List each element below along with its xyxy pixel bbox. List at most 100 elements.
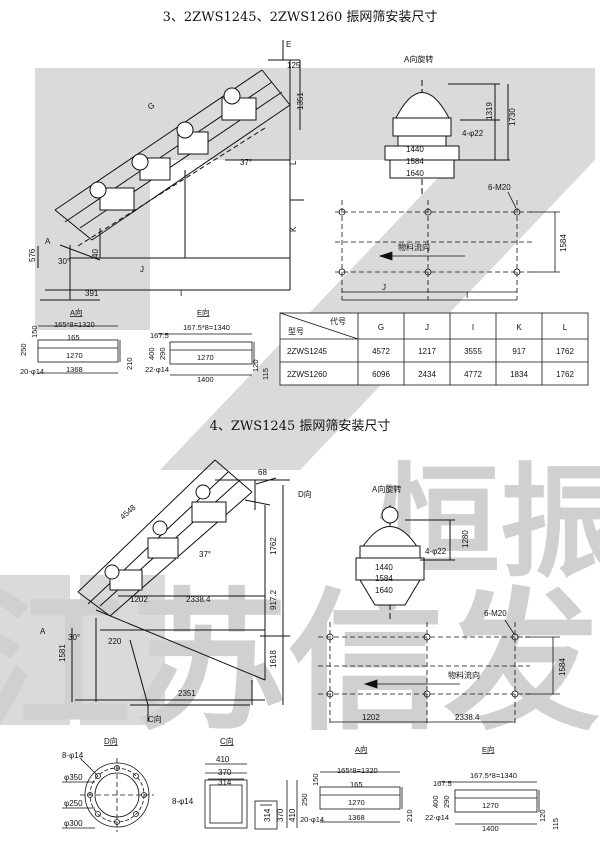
s4-dim: 370 <box>276 808 285 822</box>
table-cell-model: 2ZWS1260 <box>287 370 328 379</box>
s4-dim: 1618 <box>269 650 278 668</box>
s4-dim: φ300 <box>64 819 83 828</box>
table-col-header: I <box>472 323 474 332</box>
s3-dim: 165*8=1320 <box>54 320 95 329</box>
table-col-header: G <box>378 323 384 332</box>
s4-plan-bolts: 6-M20 <box>484 609 507 618</box>
table-cell: 917 <box>512 347 526 356</box>
s4-dim: 1270 <box>348 798 365 807</box>
s4-c-dir-title: C向 <box>220 736 234 746</box>
section-3-title: 3、2ZWS1245、2ZWS1260 振网筛安装尺寸 <box>162 10 438 25</box>
s4-dim: 1400 <box>482 824 499 833</box>
s3-dim: 250 <box>19 343 28 356</box>
s3-dim: E <box>286 40 291 49</box>
s4-d-dir-title: D向 <box>104 736 118 746</box>
s4-dim: 1640 <box>375 586 393 595</box>
s4-dim: 115 <box>551 818 560 830</box>
s3-dim: 1270 <box>197 353 214 362</box>
table-cell-model: 2ZWS1245 <box>287 347 328 356</box>
s3-plan-bolts: 6-M20 <box>488 183 511 192</box>
s3-dim: 290 <box>158 347 167 360</box>
s3-dim: 1440 <box>406 145 424 154</box>
s3-dim: 120 <box>251 359 260 372</box>
s4-dim: 68 <box>258 468 267 477</box>
s3-flow-label: 物料流向 <box>398 242 430 252</box>
s3-plan-dims: 6-M20 物料流向 1584 J I <box>382 183 568 300</box>
s4-dim: φ350 <box>64 773 83 782</box>
s4-dim: 1762 <box>269 537 278 555</box>
s3-dim: L <box>289 160 298 165</box>
s4-dim: 1280 <box>461 530 470 548</box>
s4-a-view-dims: A向旋转 1280 4-φ22 1440 1584 1640 <box>372 484 470 595</box>
s4-c-dir-view <box>204 763 298 830</box>
s4-a-dir-title: A向 <box>355 744 368 754</box>
s4-d-dir-view <box>62 757 154 832</box>
s4-dim: 120 <box>538 809 547 822</box>
s4-dim: φ250 <box>64 799 83 808</box>
s4-dim: 370 <box>218 768 232 777</box>
table-col-header: L <box>563 323 568 332</box>
table-cell: 4572 <box>372 347 390 356</box>
s3-dim: A <box>45 237 51 246</box>
s4-dim: 1584 <box>375 574 393 583</box>
s4-dim: 20-φ14 <box>300 815 324 824</box>
s4-a-view-title: A向旋转 <box>372 484 401 494</box>
s4-dim: 30° <box>68 633 80 642</box>
s3-dim: G <box>146 101 156 112</box>
s4-dim: 210 <box>405 809 414 822</box>
s3-dim: 576 <box>28 248 37 262</box>
s4-c-dir-dims: C向 410 370 314 8-φ14 314 370 410 <box>172 736 297 822</box>
s4-dim: 165*8=1320 <box>337 766 378 775</box>
s4-dim: 220 <box>108 637 122 646</box>
s3-dim: 150 <box>30 325 39 338</box>
s4-dim: 2338.4 <box>455 713 480 722</box>
s3-dim: 210 <box>125 357 134 370</box>
s4-dim: 1440 <box>375 563 393 572</box>
s3-dim: 125 <box>287 61 301 70</box>
s3-dim: 1270 <box>66 351 83 360</box>
table-cell: 1217 <box>418 347 436 356</box>
s3-dim: 165 <box>67 333 80 342</box>
s4-d-dir-dims: D向 8-φ14 φ350 φ250 φ300 <box>62 736 118 828</box>
s4-dim: 167.5 <box>433 779 452 788</box>
s4-d-arrow: D向 <box>298 489 312 499</box>
s4-dim: 1202 <box>362 713 380 722</box>
s3-dim: 115 <box>261 368 270 380</box>
section-4-title: 4、ZWS1245 振网筛安装尺寸 <box>209 419 391 434</box>
s3-dim: 391 <box>85 289 99 298</box>
s3-dim: 1319 <box>485 102 494 120</box>
table-header-code: 代号 <box>330 316 346 326</box>
s4-dim: 4548 <box>118 503 138 522</box>
s4-dim: A <box>40 627 46 636</box>
s3-table-text: 代号 型号 G J I K L 2ZWS1245 4572 1217 3555 … <box>287 316 574 379</box>
s4-plan-dims: 6-M20 物料流向 1584 1202 2338.4 <box>362 609 567 722</box>
s4-dim: 2351 <box>178 689 196 698</box>
s4-dim: 1368 <box>348 813 365 822</box>
s3-e-dir-title: E向 <box>197 307 210 317</box>
s3-dim: 4-φ22 <box>462 129 484 138</box>
s4-a-dir-dims: A向 165*8=1320 165 150 250 20-φ14 1270 13… <box>300 744 414 824</box>
s3-dim: I <box>466 291 468 300</box>
s4-dim: 400 <box>431 795 440 808</box>
s4-dim: 250 <box>300 793 309 806</box>
s3-e-dir-view <box>158 333 255 376</box>
s4-dim: 8-φ14 <box>62 751 84 760</box>
s4-side-view <box>71 459 290 722</box>
s3-spec-table <box>279 312 589 386</box>
s4-dim: 410 <box>288 808 297 822</box>
s3-dim: 40 <box>91 249 100 258</box>
s3-dim: 400 <box>147 347 156 360</box>
s3-dim: 22-φ14 <box>145 365 169 374</box>
s3-side-dims: E 125 1351 G 37° L K 576 A 30° 40 J 391 … <box>28 40 305 298</box>
s3-dim: 1584 <box>406 157 424 166</box>
s3-dim: 1584 <box>559 234 568 252</box>
s4-dim: 165 <box>350 780 363 789</box>
s3-dim: 20-φ14 <box>20 367 44 376</box>
s4-dim: 167.5*8=1340 <box>470 771 517 780</box>
watermark-text-2: 江苏信发 <box>0 574 600 751</box>
s4-dim: 917.2 <box>269 589 278 610</box>
s3-side-view <box>37 40 304 301</box>
s4-flow-label: 物料流向 <box>448 670 480 680</box>
